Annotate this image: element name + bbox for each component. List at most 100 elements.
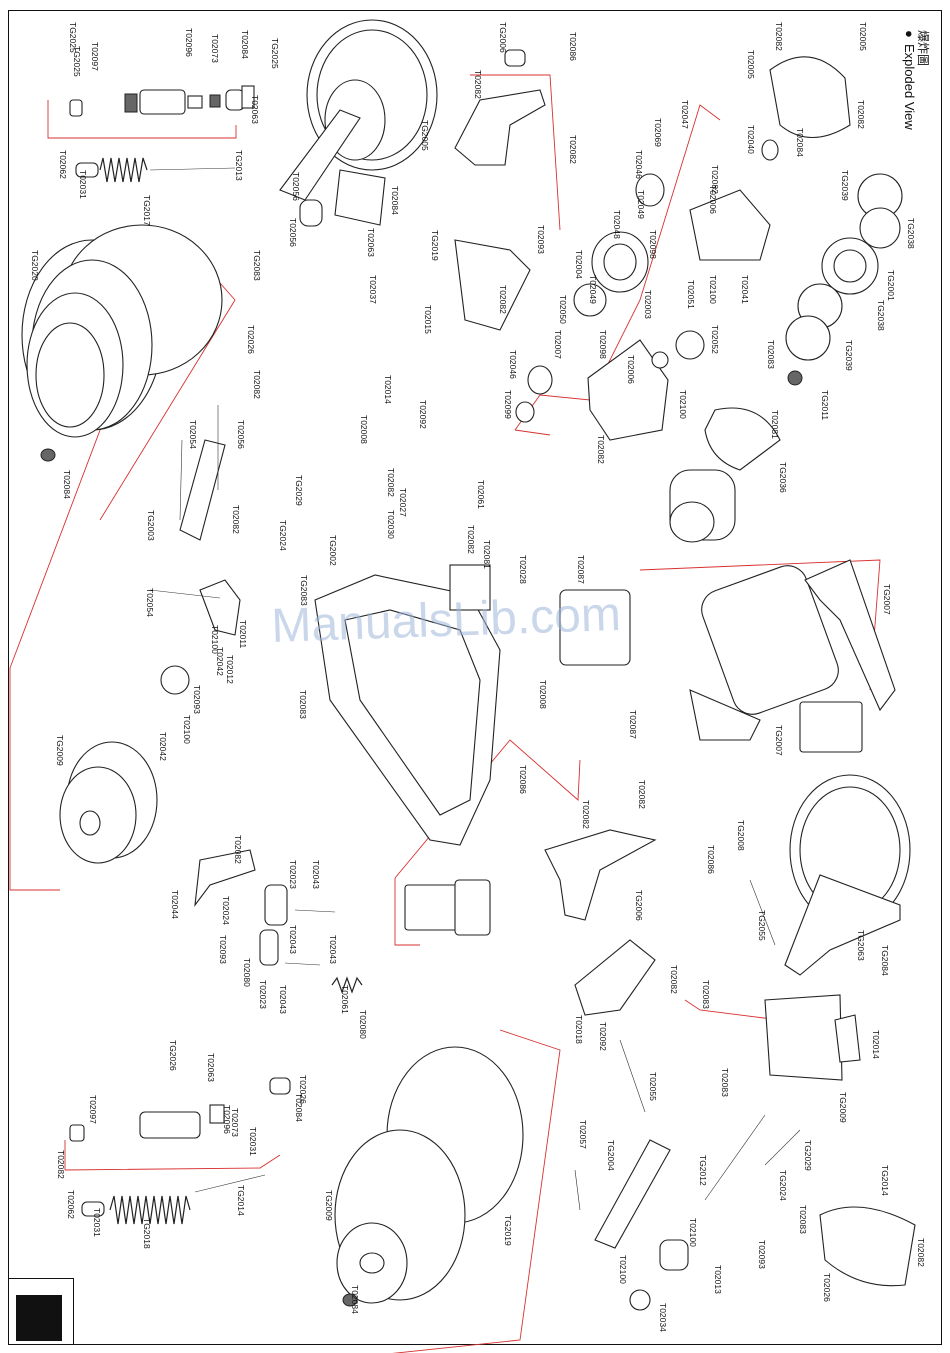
esc (404, 879, 491, 936)
part-label: T02050 (558, 295, 568, 324)
part-label: T02082 (581, 800, 591, 829)
part-label: T02026 (822, 1273, 832, 1302)
part-label: TG2039 (844, 340, 854, 371)
shock-tower-rear (544, 829, 657, 1016)
part-label: TG2024 (278, 520, 288, 551)
part-label: T02023 (288, 860, 298, 889)
part-label: T02082 (498, 285, 508, 314)
part-label: T02098 (648, 230, 658, 259)
part-label: TG2006 (634, 890, 644, 921)
part-label: T02082 (774, 22, 784, 51)
part-label: T02086 (568, 32, 578, 61)
part-label: T02082 (473, 70, 483, 99)
part-label: TG2063 (856, 930, 866, 961)
part-label: T02031 (248, 1127, 258, 1156)
part-label: TG2020 (30, 250, 40, 281)
part-label: TG2024 (778, 1170, 788, 1201)
part-label: T02027 (398, 488, 408, 517)
part-label: TG2013 (234, 150, 244, 181)
part-label: T02082 (233, 835, 243, 864)
part-label: T02087 (628, 710, 638, 739)
part-label: T02054 (188, 420, 198, 449)
part-label: T02083 (701, 980, 711, 1009)
part-label: T02082 (669, 965, 679, 994)
part-label: T02098 (598, 330, 608, 359)
part-label: T02042 (215, 647, 225, 676)
part-label: TG2038 (876, 300, 886, 331)
part-label: TG2009 (324, 1190, 334, 1221)
part-label: T02073 (230, 1108, 240, 1137)
part-label: T02049 (636, 190, 646, 219)
part-label: TG2026 (168, 1040, 178, 1071)
part-label: T02092 (598, 1022, 608, 1051)
part-label: T02093 (536, 225, 546, 254)
part-label: T02083 (720, 1068, 730, 1097)
part-label: T02028 (518, 555, 528, 584)
header: ● Exploded View 爆炸圖 (902, 30, 930, 130)
part-label: T02084 (350, 1285, 360, 1314)
part-label: T02092 (418, 400, 428, 429)
part-label: T02056 (291, 172, 301, 201)
part-label: T02081 (770, 410, 780, 439)
part-label: T02046 (508, 350, 518, 379)
parts-drawing (21, 19, 916, 1311)
part-label: T02043 (288, 925, 298, 954)
part-label: T02082 (710, 165, 720, 194)
part-label: T02080 (242, 958, 252, 987)
part-label: T02034 (658, 1303, 668, 1332)
part-label: T02096 (184, 28, 194, 57)
watermark: ManualsLib.com (271, 588, 622, 653)
page-marker-block (16, 1295, 62, 1341)
part-label: T02086 (706, 845, 716, 874)
part-label: TG2084 (880, 945, 890, 976)
part-label: T02006 (626, 355, 636, 384)
part-label: T02018 (574, 1015, 584, 1044)
rear-arm-bottom (574, 1039, 916, 1311)
part-label: T02082 (568, 135, 578, 164)
part-label: T02005 (746, 50, 756, 79)
part-label: T02062 (66, 1190, 76, 1219)
part-label: T02023 (258, 980, 268, 1009)
part-label: T02083 (766, 340, 776, 369)
part-label: T02006 (708, 185, 718, 214)
part-label: T02008 (538, 680, 548, 709)
part-label: TG2019 (503, 1215, 513, 1246)
part-label: T02099 (503, 390, 513, 419)
part-label: T02015 (423, 305, 433, 334)
part-label: T02026 (246, 325, 256, 354)
part-label: T02013 (713, 1265, 723, 1294)
part-label: T02096 (222, 1105, 232, 1134)
part-label: T02061 (340, 985, 350, 1014)
part-label: T02082 (231, 505, 241, 534)
shock-top-left (69, 85, 255, 183)
part-label: TG2004 (606, 1140, 616, 1171)
shock-bottom-left (69, 1077, 291, 1225)
part-label: T02083 (298, 690, 308, 719)
part-label: T02081 (482, 540, 492, 569)
part-label: TG2029 (294, 475, 304, 506)
part-label: TG2025 (68, 22, 78, 53)
part-label: T02011 (238, 620, 248, 648)
part-label: T02084 (62, 470, 72, 499)
part-label: T02100 (678, 390, 688, 419)
part-label: T02014 (871, 1030, 881, 1059)
motor (669, 407, 781, 543)
svg-text:ManualsLib.com: ManualsLib.com (271, 588, 622, 653)
part-label: T02100 (210, 625, 220, 654)
part-label: T02082 (386, 468, 396, 497)
part-label: T02046 (634, 150, 644, 179)
part-label: TG2001 (886, 270, 896, 301)
part-label: T02100 (688, 1218, 698, 1247)
part-label: T02100 (618, 1255, 628, 1284)
part-label: T02040 (746, 125, 756, 154)
wheel-large-left (21, 224, 223, 462)
part-label: T02051 (686, 280, 696, 309)
spur-gears (785, 173, 903, 386)
part-label: TG2036 (778, 462, 788, 493)
part-label: T02061 (476, 480, 486, 509)
part-label: T02052 (710, 325, 720, 354)
wheel-front-left (59, 741, 158, 864)
part-label: T02100 (182, 715, 192, 744)
part-label: T02055 (648, 1072, 658, 1101)
part-label: T02041 (740, 275, 750, 304)
